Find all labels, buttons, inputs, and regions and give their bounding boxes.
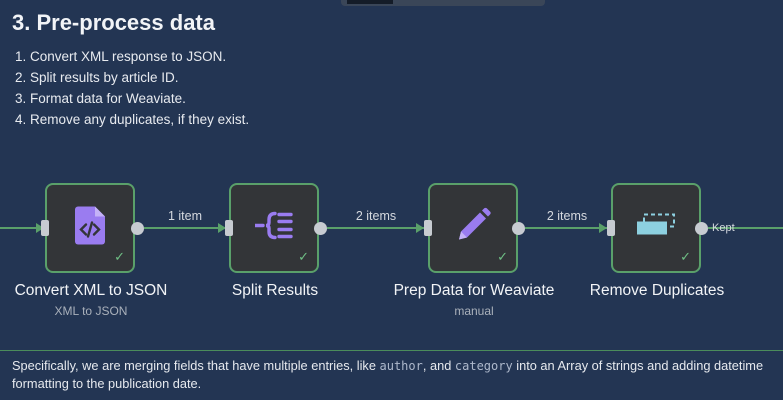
node-title: Convert XML to JSON <box>14 282 168 299</box>
code-category: category <box>454 359 513 373</box>
node-title: Remove Duplicates <box>589 282 725 299</box>
output-handle[interactable] <box>314 222 327 235</box>
output-handle[interactable] <box>512 222 525 235</box>
input-handle[interactable] <box>424 220 432 236</box>
arrow-icon <box>599 223 607 233</box>
step-item: 2. Split results by article ID. <box>15 70 179 85</box>
remove-duplicates-icon <box>636 213 676 243</box>
node-title: Split Results <box>231 282 319 299</box>
connection-label: 2 items <box>355 209 397 223</box>
steps-list: 1. Convert XML response to JSON. 2. Spli… <box>15 48 249 132</box>
step-item: 3. Format data for Weaviate. <box>15 91 186 106</box>
step-item: 4. Remove any duplicates, if they exist. <box>15 112 250 127</box>
sticky-note[interactable]: 3. Pre-process data 1. Convert XML respo… <box>0 0 783 350</box>
connection-label: 1 item <box>167 209 203 223</box>
arrow-icon <box>36 223 44 233</box>
xml-file-icon <box>75 206 105 250</box>
input-handle[interactable] <box>41 220 49 236</box>
output-handle[interactable] <box>695 222 708 235</box>
footer-text: , and <box>422 358 455 373</box>
footer-text: Specifically, we are merging fields that… <box>12 358 380 373</box>
arrow-icon <box>218 223 226 233</box>
footer-text: into an Array of strings and adding date… <box>12 358 764 391</box>
top-toolbar-tab[interactable] <box>341 0 545 6</box>
connection-label: 2 items <box>546 209 588 223</box>
node-prep-data-for-weaviate[interactable]: ✓ <box>428 183 518 273</box>
arrow-icon <box>416 223 424 233</box>
step-item: 1. Convert XML response to JSON. <box>15 49 227 64</box>
success-check-icon: ✓ <box>680 249 691 264</box>
sticky-note-footer[interactable]: Specifically, we are merging fields that… <box>0 350 783 400</box>
output-handle[interactable] <box>131 222 144 235</box>
node-title: Prep Data for Weaviate <box>393 282 555 299</box>
node-remove-duplicates[interactable]: ✓ <box>611 183 701 273</box>
output-branch-label: Kept <box>712 222 735 234</box>
node-subtitle: XML to JSON <box>54 304 128 318</box>
pencil-icon <box>455 207 491 249</box>
node-convert-xml-to-json[interactable]: ✓ <box>45 183 135 273</box>
split-out-icon <box>253 211 293 246</box>
node-split-results[interactable]: ✓ <box>229 183 319 273</box>
node-subtitle: manual <box>454 304 494 318</box>
input-handle[interactable] <box>607 220 615 236</box>
success-check-icon: ✓ <box>114 249 125 264</box>
input-handle[interactable] <box>225 220 233 236</box>
success-check-icon: ✓ <box>298 249 309 264</box>
success-check-icon: ✓ <box>497 249 508 264</box>
code-author: author <box>379 359 423 373</box>
section-title: 3. Pre-process data <box>12 10 215 35</box>
